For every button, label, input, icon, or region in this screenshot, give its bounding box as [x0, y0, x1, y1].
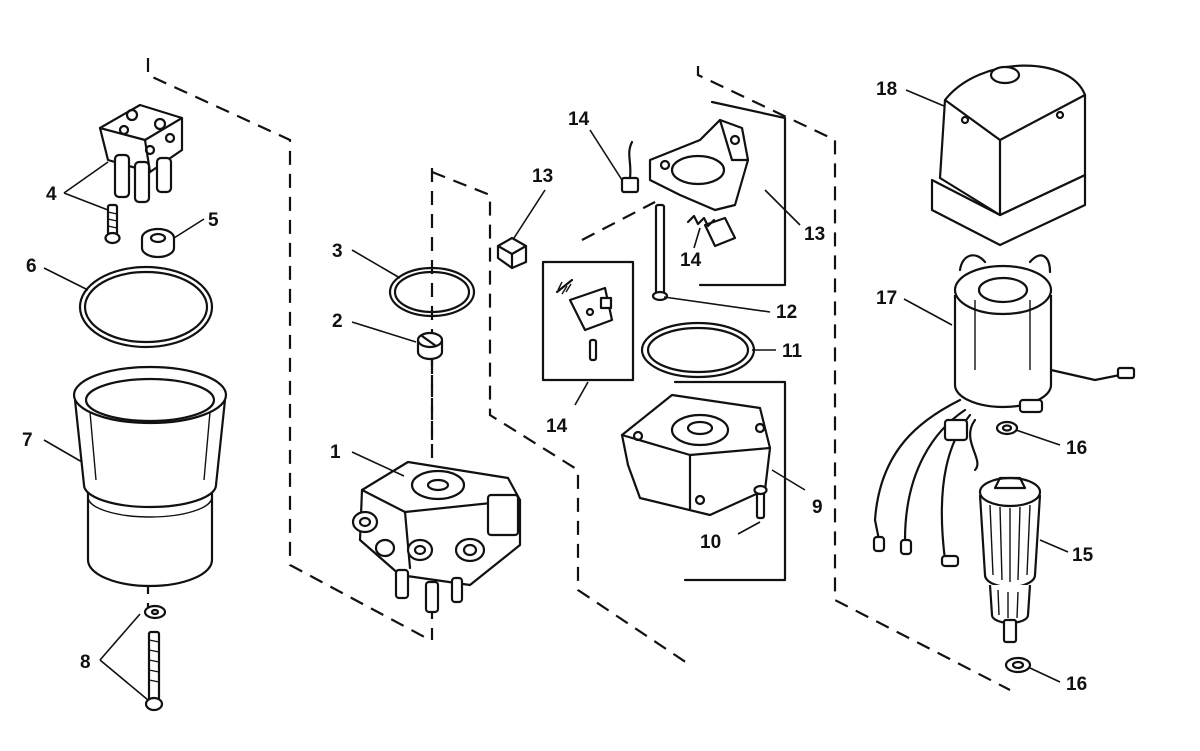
field-frame — [872, 254, 1136, 568]
leader-lines — [43, 89, 1069, 701]
callout-16b: 16 — [1066, 674, 1087, 695]
callout-labels: 1 2 3 4 5 6 7 8 9 10 11 12 13 13 14 14 1… — [22, 79, 1094, 695]
motor-cover — [930, 64, 1087, 247]
callout-18: 18 — [876, 79, 897, 100]
callout-15: 15 — [1072, 545, 1094, 566]
callout-14b: 14 — [680, 250, 702, 271]
brush-clip — [496, 236, 528, 270]
callout-6: 6 — [26, 256, 37, 277]
brush-holder — [648, 118, 750, 248]
o-ring-end-cap — [640, 321, 756, 379]
check-valve — [416, 331, 444, 361]
callout-14c: 14 — [546, 416, 568, 437]
callout-16a: 16 — [1066, 438, 1087, 459]
callout-13b: 13 — [804, 224, 825, 245]
o-ring — [388, 266, 476, 318]
brush-top — [620, 140, 640, 194]
callout-7: 7 — [22, 430, 33, 451]
brush-spring — [686, 214, 716, 228]
motor-end-cap — [620, 393, 772, 517]
screws-and-washer — [143, 604, 167, 712]
callout-8: 8 — [80, 652, 91, 673]
callout-14a: 14 — [568, 109, 590, 130]
assembly-guide-lines — [146, 58, 1011, 691]
callout-10: 10 — [700, 532, 721, 553]
o-ring-large — [78, 265, 214, 349]
manifold-cover — [98, 103, 184, 204]
pump-base — [351, 460, 522, 614]
manifold-screw — [104, 203, 121, 245]
callout-5: 5 — [208, 210, 219, 231]
callout-13a: 13 — [532, 166, 553, 187]
callout-3: 3 — [332, 241, 343, 262]
callout-12: 12 — [776, 302, 797, 323]
brush-kit-box — [541, 260, 635, 382]
through-bolt — [651, 203, 669, 302]
callout-1: 1 — [330, 442, 341, 463]
callout-17: 17 — [876, 288, 897, 309]
callout-4: 4 — [46, 184, 57, 205]
callout-11: 11 — [782, 341, 803, 362]
reservoir — [72, 365, 228, 588]
callout-2: 2 — [332, 311, 343, 332]
thrust-washer-top — [995, 420, 1019, 436]
thrust-washer-bottom — [1004, 656, 1032, 674]
end-cap-screw — [753, 484, 768, 520]
armature — [978, 476, 1042, 644]
group-bracket-lines — [673, 100, 787, 582]
filter — [140, 227, 176, 259]
callout-9: 9 — [812, 497, 823, 518]
